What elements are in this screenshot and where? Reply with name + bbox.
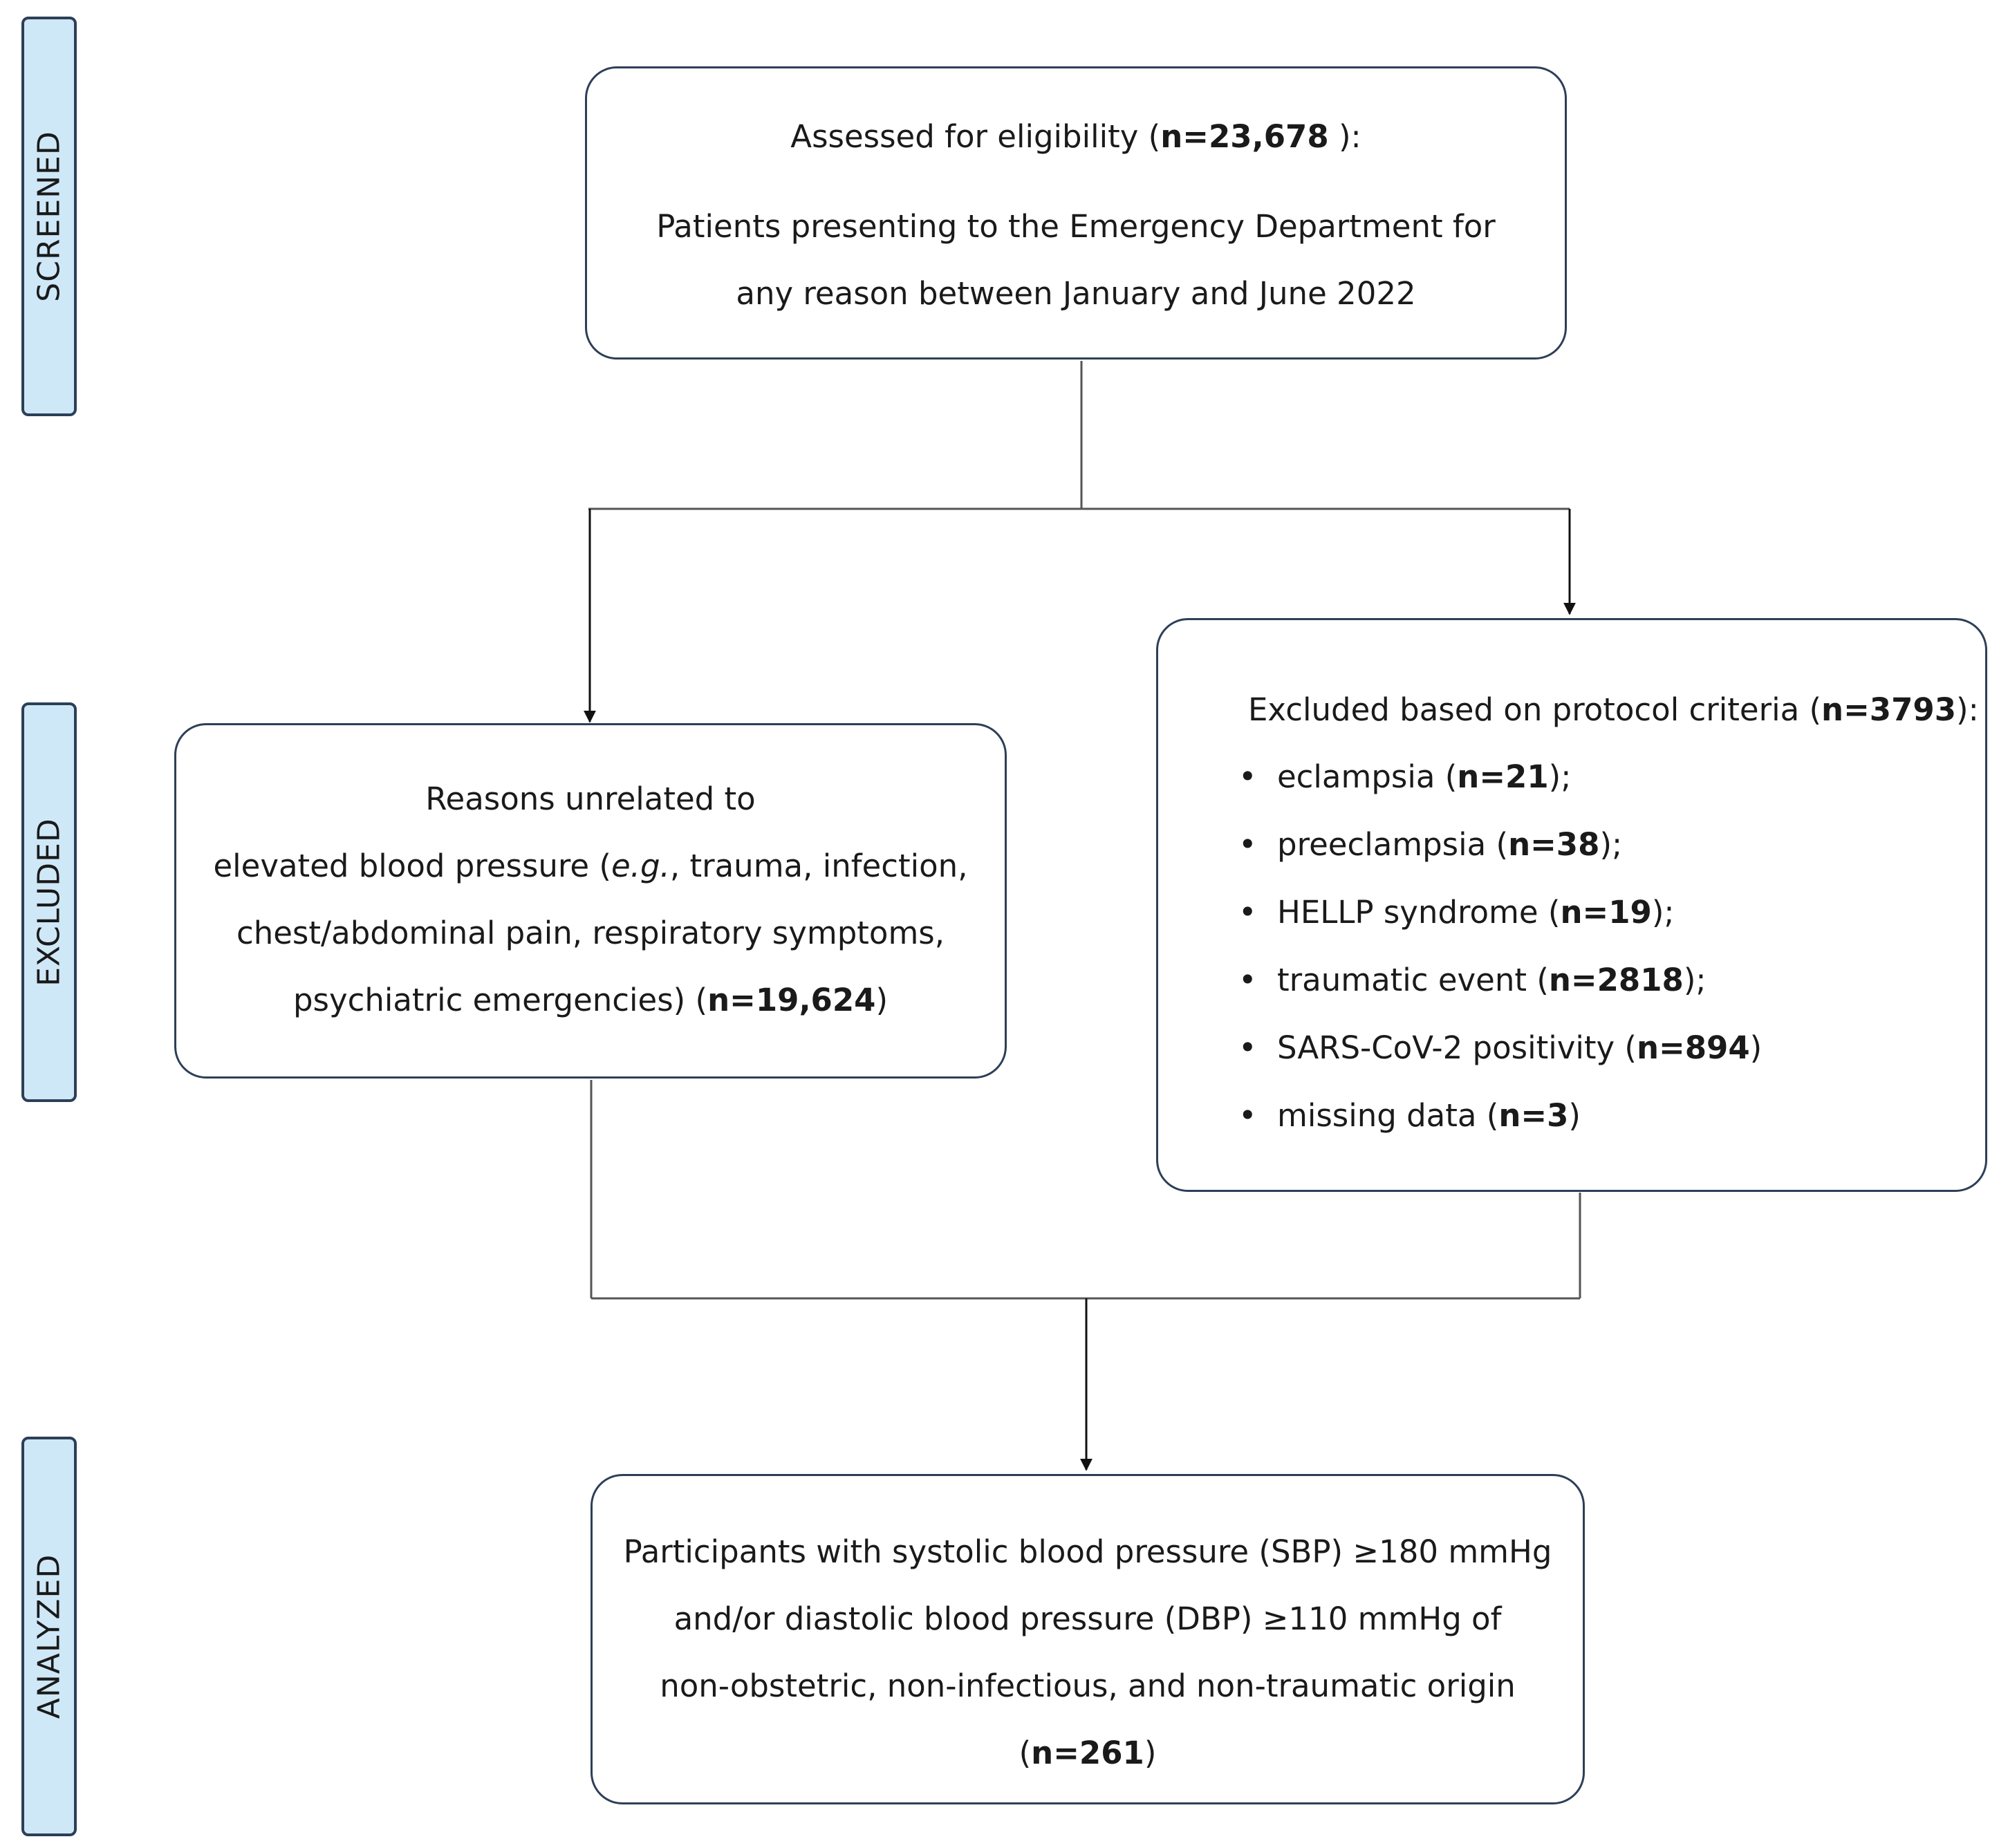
analyzed-line-4: (n=261) (593, 1735, 1583, 1771)
excluded-protocol-title: Excluded based on protocol criteria (n=3… (1248, 691, 1979, 728)
exclusion-item-count: n=894 (1636, 1029, 1750, 1066)
stage-analyzed: ANALYZED (21, 1437, 77, 1836)
exclusion-item-suffix: ); (1651, 894, 1675, 931)
analyzed-count: n=261 (1031, 1735, 1144, 1771)
excluded-protocol-title-suffix: ): (1956, 691, 1979, 728)
excluded-unrelated-line-4-suffix: ) (875, 982, 889, 1018)
screening-box: Assessed for eligibility (n=23,678 ): Pa… (585, 66, 1567, 360)
exclusion-item-label: traumatic event ( (1277, 962, 1549, 998)
excluded-protocol-title-prefix: Excluded based on protocol criteria ( (1248, 691, 1822, 728)
stage-screened: SCREENED (21, 17, 77, 416)
screening-title-suffix: ): (1328, 118, 1361, 155)
exclusion-item-count: n=3 (1498, 1097, 1569, 1134)
excluded-protocol-count: n=3793 (1821, 691, 1957, 728)
exclusion-item-label: preeclampsia ( (1277, 826, 1509, 863)
exclusion-item: • missing data (n=3) (1238, 1097, 1581, 1134)
stage-excluded-label: EXCLUDED (31, 818, 67, 987)
excluded-unrelated-line-1: Reasons unrelated to (425, 781, 756, 817)
stage-excluded: EXCLUDED (21, 702, 77, 1102)
bullet-icon: • (1238, 826, 1257, 863)
excluded-unrelated-line-2: elevated blood pressure (e.g., trauma, i… (176, 848, 1005, 884)
exclusion-item-suffix: ); (1548, 758, 1572, 795)
bullet-icon: • (1238, 1097, 1257, 1134)
stage-analyzed-label: ANALYZED (31, 1553, 67, 1719)
exclusion-item-label: HELLP syndrome ( (1277, 894, 1561, 931)
screening-line-2: Patients presenting to the Emergency Dep… (656, 208, 1496, 245)
exclusion-item-count: n=38 (1508, 826, 1600, 863)
exclusion-item-label: eclampsia ( (1277, 758, 1458, 795)
excluded-unrelated-line-3: chest/abdominal pain, respiratory sympto… (236, 915, 945, 951)
exclusion-item-suffix: ); (1599, 826, 1623, 863)
exclusion-item-count: n=19 (1560, 894, 1652, 931)
exclusion-item: • preeclampsia (n=38); (1238, 826, 1622, 863)
excluded-unrelated-eg: e.g. (611, 848, 670, 884)
analyzed-box: Participants with systolic blood pressur… (591, 1474, 1585, 1804)
screening-title-prefix: Assessed for eligibility ( (790, 118, 1161, 155)
analyzed-line-2: and/or diastolic blood pressure (DBP) ≥1… (673, 1600, 1502, 1637)
excluded-unrelated-line-2-suffix: , trauma, infection, (669, 848, 968, 884)
exclusion-item-label: missing data ( (1277, 1097, 1499, 1134)
exclusion-item-suffix: ); (1683, 962, 1707, 998)
excluded-unrelated-box: Reasons unrelated to elevated blood pres… (174, 723, 1007, 1079)
exclusion-item: • traumatic event (n=2818); (1238, 962, 1707, 998)
exclusion-item-label: SARS-CoV-2 positivity ( (1277, 1029, 1637, 1066)
analyzed-line-3: non-obstetric, non-infectious, and non-t… (660, 1668, 1516, 1704)
bullet-icon: • (1238, 1029, 1257, 1066)
stage-screened-label: SCREENED (31, 131, 67, 302)
bullet-icon: • (1238, 894, 1257, 931)
bullet-icon: • (1238, 962, 1257, 998)
excluded-unrelated-line-4-prefix: psychiatric emergencies) ( (292, 982, 708, 1018)
exclusion-item-count: n=21 (1457, 758, 1549, 795)
exclusion-item-count: n=2818 (1548, 962, 1684, 998)
analyzed-line-1: Participants with systolic blood pressur… (623, 1533, 1552, 1570)
analyzed-line-4-prefix: ( (1019, 1735, 1032, 1771)
screening-title: Assessed for eligibility (n=23,678 ): (587, 118, 1565, 155)
exclusion-item: • SARS-CoV-2 positivity (n=894) (1238, 1029, 1762, 1066)
exclusion-item: • eclampsia (n=21); (1238, 758, 1571, 795)
screening-count: n=23,678 (1160, 118, 1329, 155)
exclusion-item: • HELLP syndrome (n=19); (1238, 894, 1675, 931)
bullet-icon: • (1238, 758, 1257, 795)
screening-line-3: any reason between January and June 2022 (736, 275, 1416, 312)
analyzed-line-4-suffix: ) (1144, 1735, 1157, 1771)
exclusion-item-suffix: ) (1568, 1097, 1581, 1134)
excluded-unrelated-line-2-prefix: elevated blood pressure ( (213, 848, 611, 884)
excluded-unrelated-count: n=19,624 (707, 982, 876, 1018)
excluded-unrelated-line-4: psychiatric emergencies) (n=19,624) (176, 982, 1005, 1018)
exclusion-item-suffix: ) (1749, 1029, 1763, 1066)
excluded-protocol-box: Excluded based on protocol criteria (n=3… (1156, 618, 1987, 1192)
